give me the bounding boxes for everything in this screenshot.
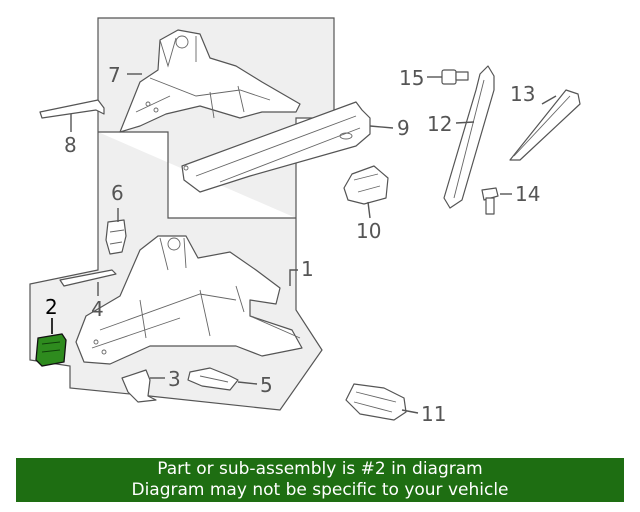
- part-13-brace[interactable]: [509, 89, 581, 161]
- callout-7: 7: [108, 63, 121, 87]
- part-10-bracket[interactable]: [343, 165, 389, 205]
- callout-2: 2: [45, 295, 58, 319]
- part-6-bracket[interactable]: [105, 219, 127, 255]
- callout-12: 12: [427, 112, 452, 136]
- leader-lines: [51, 73, 557, 414]
- callout-1: 1: [301, 257, 314, 281]
- part-1-apron-assembly[interactable]: [75, 235, 303, 365]
- part-12-strip[interactable]: [443, 65, 495, 209]
- info-banner: Part or sub-assembly is #2 in diagram Di…: [16, 458, 624, 502]
- callout-4: 4: [91, 297, 104, 321]
- part-14-bolt[interactable]: [481, 187, 499, 215]
- part-15-bolt[interactable]: [441, 69, 469, 85]
- callout-5: 5: [260, 373, 273, 397]
- parts-diagram: 7 8 9 10 15 12 13 14 6 4 1 2 3 5 11: [29, 17, 581, 426]
- part-3-bracket[interactable]: [121, 369, 157, 403]
- callout-3: 3: [168, 367, 181, 391]
- part-2-highlighted[interactable]: [35, 333, 67, 367]
- banner-line-1: Part or sub-assembly is #2 in diagram: [157, 459, 483, 479]
- part-8-rail[interactable]: [39, 99, 105, 119]
- banner-line-2: Diagram may not be specific to your vehi…: [131, 480, 509, 500]
- callout-9: 9: [397, 116, 410, 140]
- part-9-long-rail[interactable]: [181, 101, 371, 193]
- callout-10: 10: [356, 219, 381, 243]
- part-5-bracket[interactable]: [187, 367, 239, 391]
- callout-13: 13: [510, 82, 535, 106]
- callout-8: 8: [64, 133, 77, 157]
- part-4-reinforcement[interactable]: [59, 269, 117, 287]
- callout-11: 11: [421, 402, 446, 426]
- part-7-apron-upper[interactable]: [119, 29, 301, 133]
- callout-14: 14: [515, 182, 540, 206]
- callout-15: 15: [399, 66, 424, 90]
- part-11-crossmember[interactable]: [345, 383, 407, 421]
- callout-6: 6: [111, 181, 124, 205]
